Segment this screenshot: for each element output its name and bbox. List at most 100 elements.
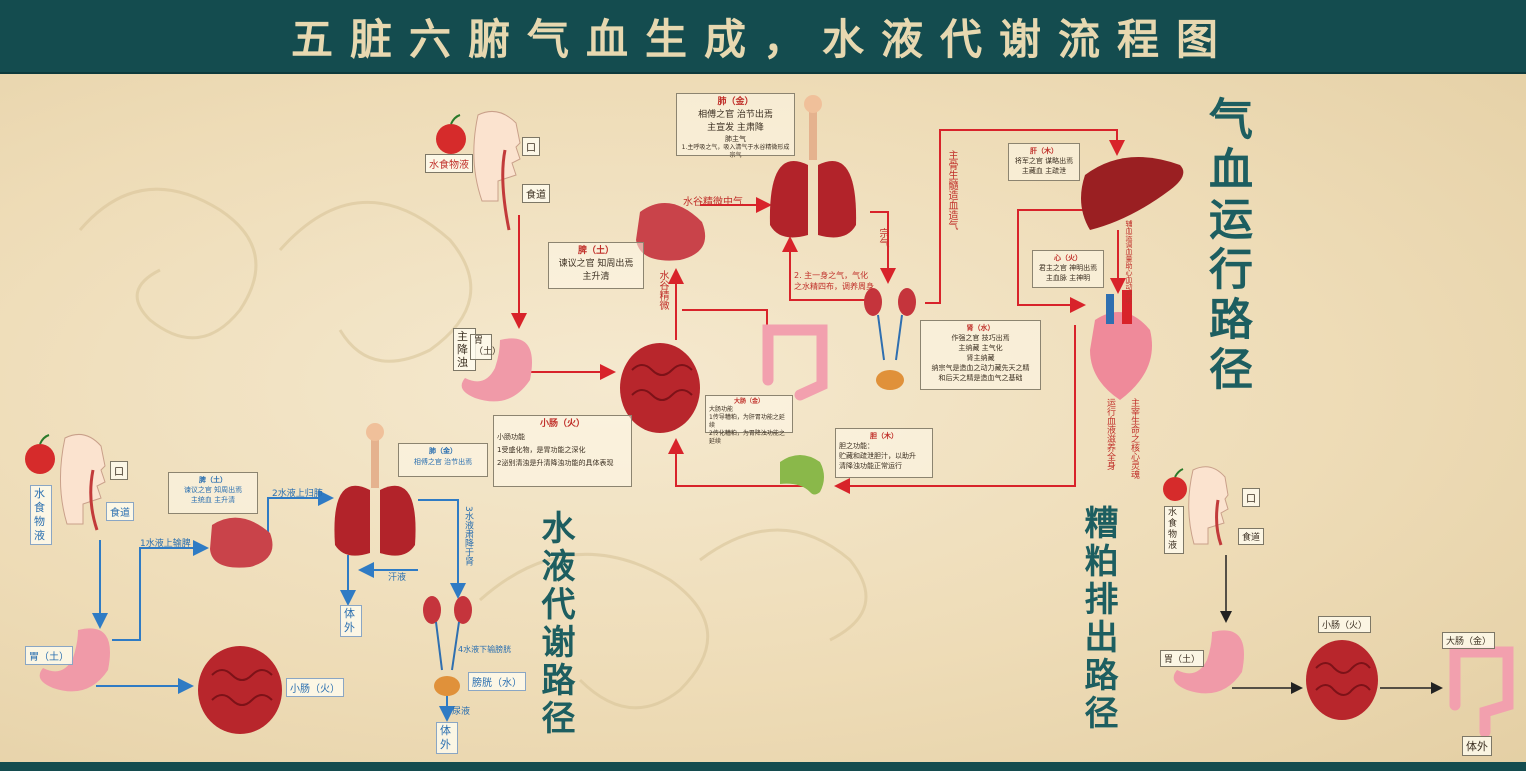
kidney-title: 肾（水） [966,324,995,332]
kidney-line5: 和后天之精是造血气之基础 [938,374,1023,382]
page-title: 五脏六腑气血生成，水液代谢流程图 [290,15,1235,64]
small-int-title: 小肠（火） [539,419,585,429]
qixue-section-title: 气血运行路径 [1201,96,1252,396]
marrow-label: 主骨生髓造血造气 [946,150,957,230]
kidney-icon [423,288,916,696]
small-int-line3: 2泌别清浊是升清降浊功能的具体表现 [497,459,614,467]
zongqi-label: 宗气 [877,228,888,248]
heart-line1: 君主之官 神明出焉 [1038,264,1098,272]
gallbladder-line2: 贮藏和疏泄胆汁，以助升 [839,452,916,460]
zaopo-section-title: 糟粕排出路径 [1078,505,1118,733]
lung-line3: 肺主气 [725,135,746,143]
spleen-info-box: 脾（土） 谏议之官 知周出焉 主升清 [548,242,644,289]
zaopo-mouth-tag: 口 [1242,488,1260,507]
zhuyishen-label: 2. 主一身之气，气化之水精四布，调养周身 [794,271,874,291]
kidney-line1: 作强之官 技巧出焉 [951,334,1010,342]
heart-icon [1090,290,1152,400]
large-intestine-icon [762,324,1514,738]
small-int-line1: 小肠功能 [497,433,525,441]
heart-title: 心（火） [1054,254,1082,262]
spleen-line1: 谏议之官 知周出焉 [558,259,634,269]
shuigu-zhongqi-label: 水谷精微中气 [683,197,743,208]
shuiye-spleen-line1: 谏议之官 知周出焉 [183,486,243,494]
zaopo-food-tag: 水食物液 [1164,506,1184,554]
liver-side-label: 辅血运调血量助心血动神明 [1125,220,1133,304]
spleen-line2: 主升清 [582,272,610,282]
food-tag: 水食物液 [425,154,473,173]
kidney-line3: 肾主纳藏 [966,354,995,362]
shuiye-lung-box: 肺（金） 相傅之官 治节出焉 [398,443,488,477]
bottom-band [0,762,1526,771]
shuiye-spleen-line2: 主统血 主升清 [190,496,236,504]
lung-title: 肺（金） [717,97,754,107]
shuiye-section-title: 水液代谢路径 [535,510,575,738]
heart-side-label: 主宰生命之核心灵魂 [1129,398,1139,479]
liver-line2: 主藏血 主疏泄 [1021,167,1067,175]
mouth-tag: 口 [522,137,540,156]
gallbladder-line3: 清降浊功能正常运行 [839,462,902,470]
step2-label: 2水液上归肺 [272,489,323,499]
shuiye-bladder-tag: 膀胱（水） [468,672,526,691]
lung-info-box: 肺（金） 相傅之官 治节出焉 主宣发 主肃降 肺主气 1.主呼吸之气，吸入清气于… [676,93,795,159]
gallbladder-title: 胆（木） [870,432,898,440]
gallbladder-info-box: 胆（木） 胆之功能： 贮藏和疏泄胆汁，以助升 清降浊功能正常运行 [835,428,933,478]
shuiye-spleen-title: 脾（土） [199,476,227,484]
sweat-label: 汗液 [388,573,407,583]
liver-icon [1081,157,1184,230]
out-tag-sweat: 体外 [340,605,362,637]
liver-info-box: 肝（木） 将军之官 谋略出焉 主藏血 主疏泄 [1008,143,1080,181]
lung-line4: 1.主呼吸之气，吸入清气于水谷精微形成宗气 [681,144,790,159]
heart-info-box: 心（火） 君主之官 神明出焉 主血脉 主神明 [1032,250,1104,288]
lung-icon [334,95,857,556]
shuiye-lung-title: 肺（金） [429,447,457,455]
zaopo-small-int-tag: 小肠（火） [1318,616,1372,633]
heart-line2: 主血脉 主神明 [1045,274,1091,282]
kidney-line2: 主纳藏 主气化 [958,344,1003,352]
spleen-icon [210,203,706,568]
step1-label: 1水液上输脾 [140,539,191,549]
zaopo-esophagus-tag: 食道 [1238,528,1265,545]
zaopo-out-tag: 体外 [1462,736,1492,756]
stomach-tag: 胃（土） [470,334,501,360]
apple-icon [25,114,1187,501]
urine-label: 尿液 [452,707,471,717]
esophagus-tag: 食道 [522,184,550,203]
spleen-title: 脾（土） [577,246,614,256]
shuiye-lung-line1: 相傅之官 治节出焉 [413,458,473,466]
large-int-line3: 2传化糟粕，为胃降浊功能之延续 [709,430,785,445]
zaopo-stomach-tag: 胃（土） [1160,650,1205,667]
step4-label: 4水液下输膀胱 [458,645,512,654]
shuiye-food-tag: 水食物液 [30,485,52,545]
kidney-info-box: 肾（水） 作强之官 技巧出焉 主纳藏 主气化 肾主纳藏 纳宗气是造血之动力藏先天… [920,320,1041,390]
lung-line1: 相傅之官 治节出焉 [698,110,773,120]
lung-line2: 主宣发 主肃降 [707,123,764,133]
shuigu-jingwei-label: 水谷精微 [657,270,668,310]
heart-side-label2: 运行血液滋养全身 [1105,398,1115,470]
large-int-line1: 大肠功能 [709,406,734,413]
shuiye-stomach-tag: 胃（土） [25,646,73,665]
shuiye-esophagus-tag: 食道 [106,502,134,521]
liver-line1: 将军之官 谋略出焉 [1014,157,1074,165]
gallbladder-icon [780,455,824,495]
large-intestine-info-box: 大肠（金） 大肠功能 1传导糟粕，为肝胃功能之延续 2传化糟粕，为胃降浊功能之延… [705,395,793,445]
shuiye-mouth-tag: 口 [110,461,128,480]
out-tag-urine: 体外 [436,722,458,754]
small-int-line2: 1受盛化物，是胃功能之深化 [497,446,586,454]
small-intestine-icon [198,343,1378,734]
step3-label: 3水液肃降于肾 [463,506,473,566]
liver-title: 肝（木） [1030,147,1058,155]
stomach-icon [39,338,1244,694]
large-int-line2: 1传导糟粕，为肝胃功能之延续 [709,414,785,429]
gallbladder-line1: 胆之功能： [839,442,874,450]
kidney-line4: 纳宗气是造血之动力藏先天之精 [931,364,1030,372]
shuiye-spleen-box: 脾（土） 谏议之官 知周出焉 主统血 主升清 [168,472,258,514]
large-int-title: 大肠（金） [733,398,764,405]
shuiye-small-int-tag: 小肠（火） [286,678,344,697]
small-intestine-info-box: 小肠（火） 小肠功能 1受盛化物，是胃功能之深化 2泌别清浊是升清降浊功能的具体… [493,415,632,487]
title-band [0,0,1526,74]
zaopo-large-int-tag: 大肠（金） [1442,632,1496,649]
